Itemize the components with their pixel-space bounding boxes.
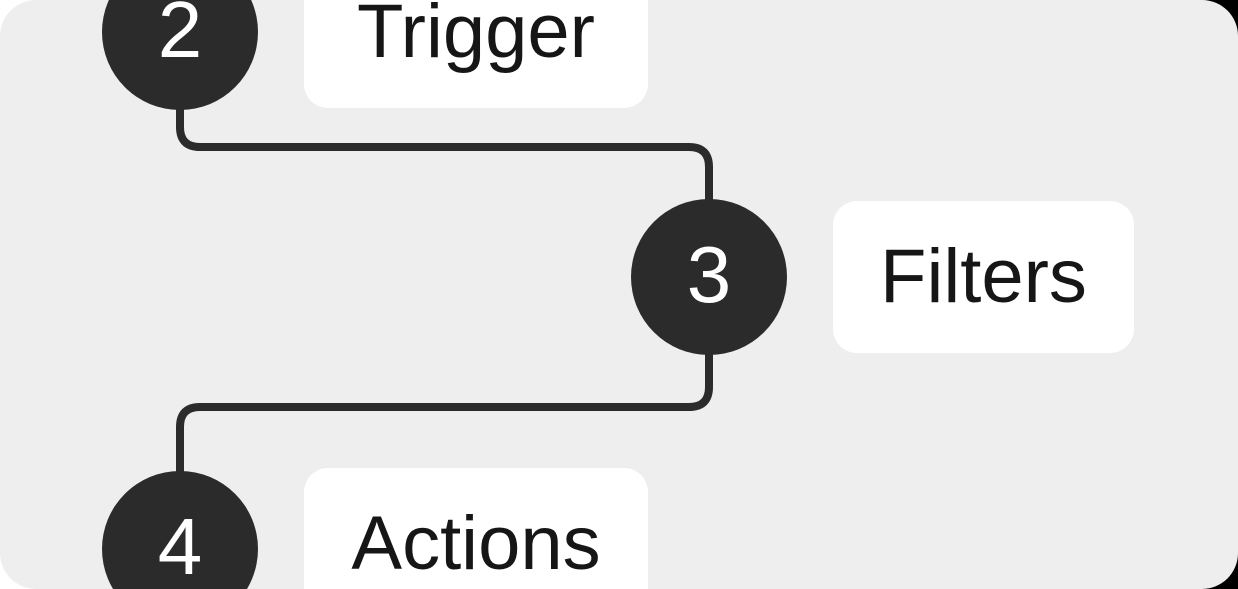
step-node-3[interactable]: 3	[631, 199, 787, 355]
step-number-4: 4	[157, 502, 203, 589]
step-card-trigger[interactable]: Trigger	[304, 0, 648, 108]
step-card-actions[interactable]: Actions	[304, 468, 648, 589]
step-card-filters[interactable]: Filters	[833, 201, 1134, 353]
step-label-filters: Filters	[880, 234, 1087, 319]
connector-step2-to-step3	[176, 104, 713, 206]
step-label-trigger: Trigger	[357, 0, 595, 74]
step-node-2[interactable]: 2	[102, 0, 258, 110]
connector-step3-to-step4	[176, 348, 713, 478]
step-node-4[interactable]: 4	[102, 471, 258, 589]
step-number-2: 2	[157, 0, 203, 74]
step-number-3: 3	[686, 230, 732, 319]
step-label-actions: Actions	[351, 501, 601, 586]
